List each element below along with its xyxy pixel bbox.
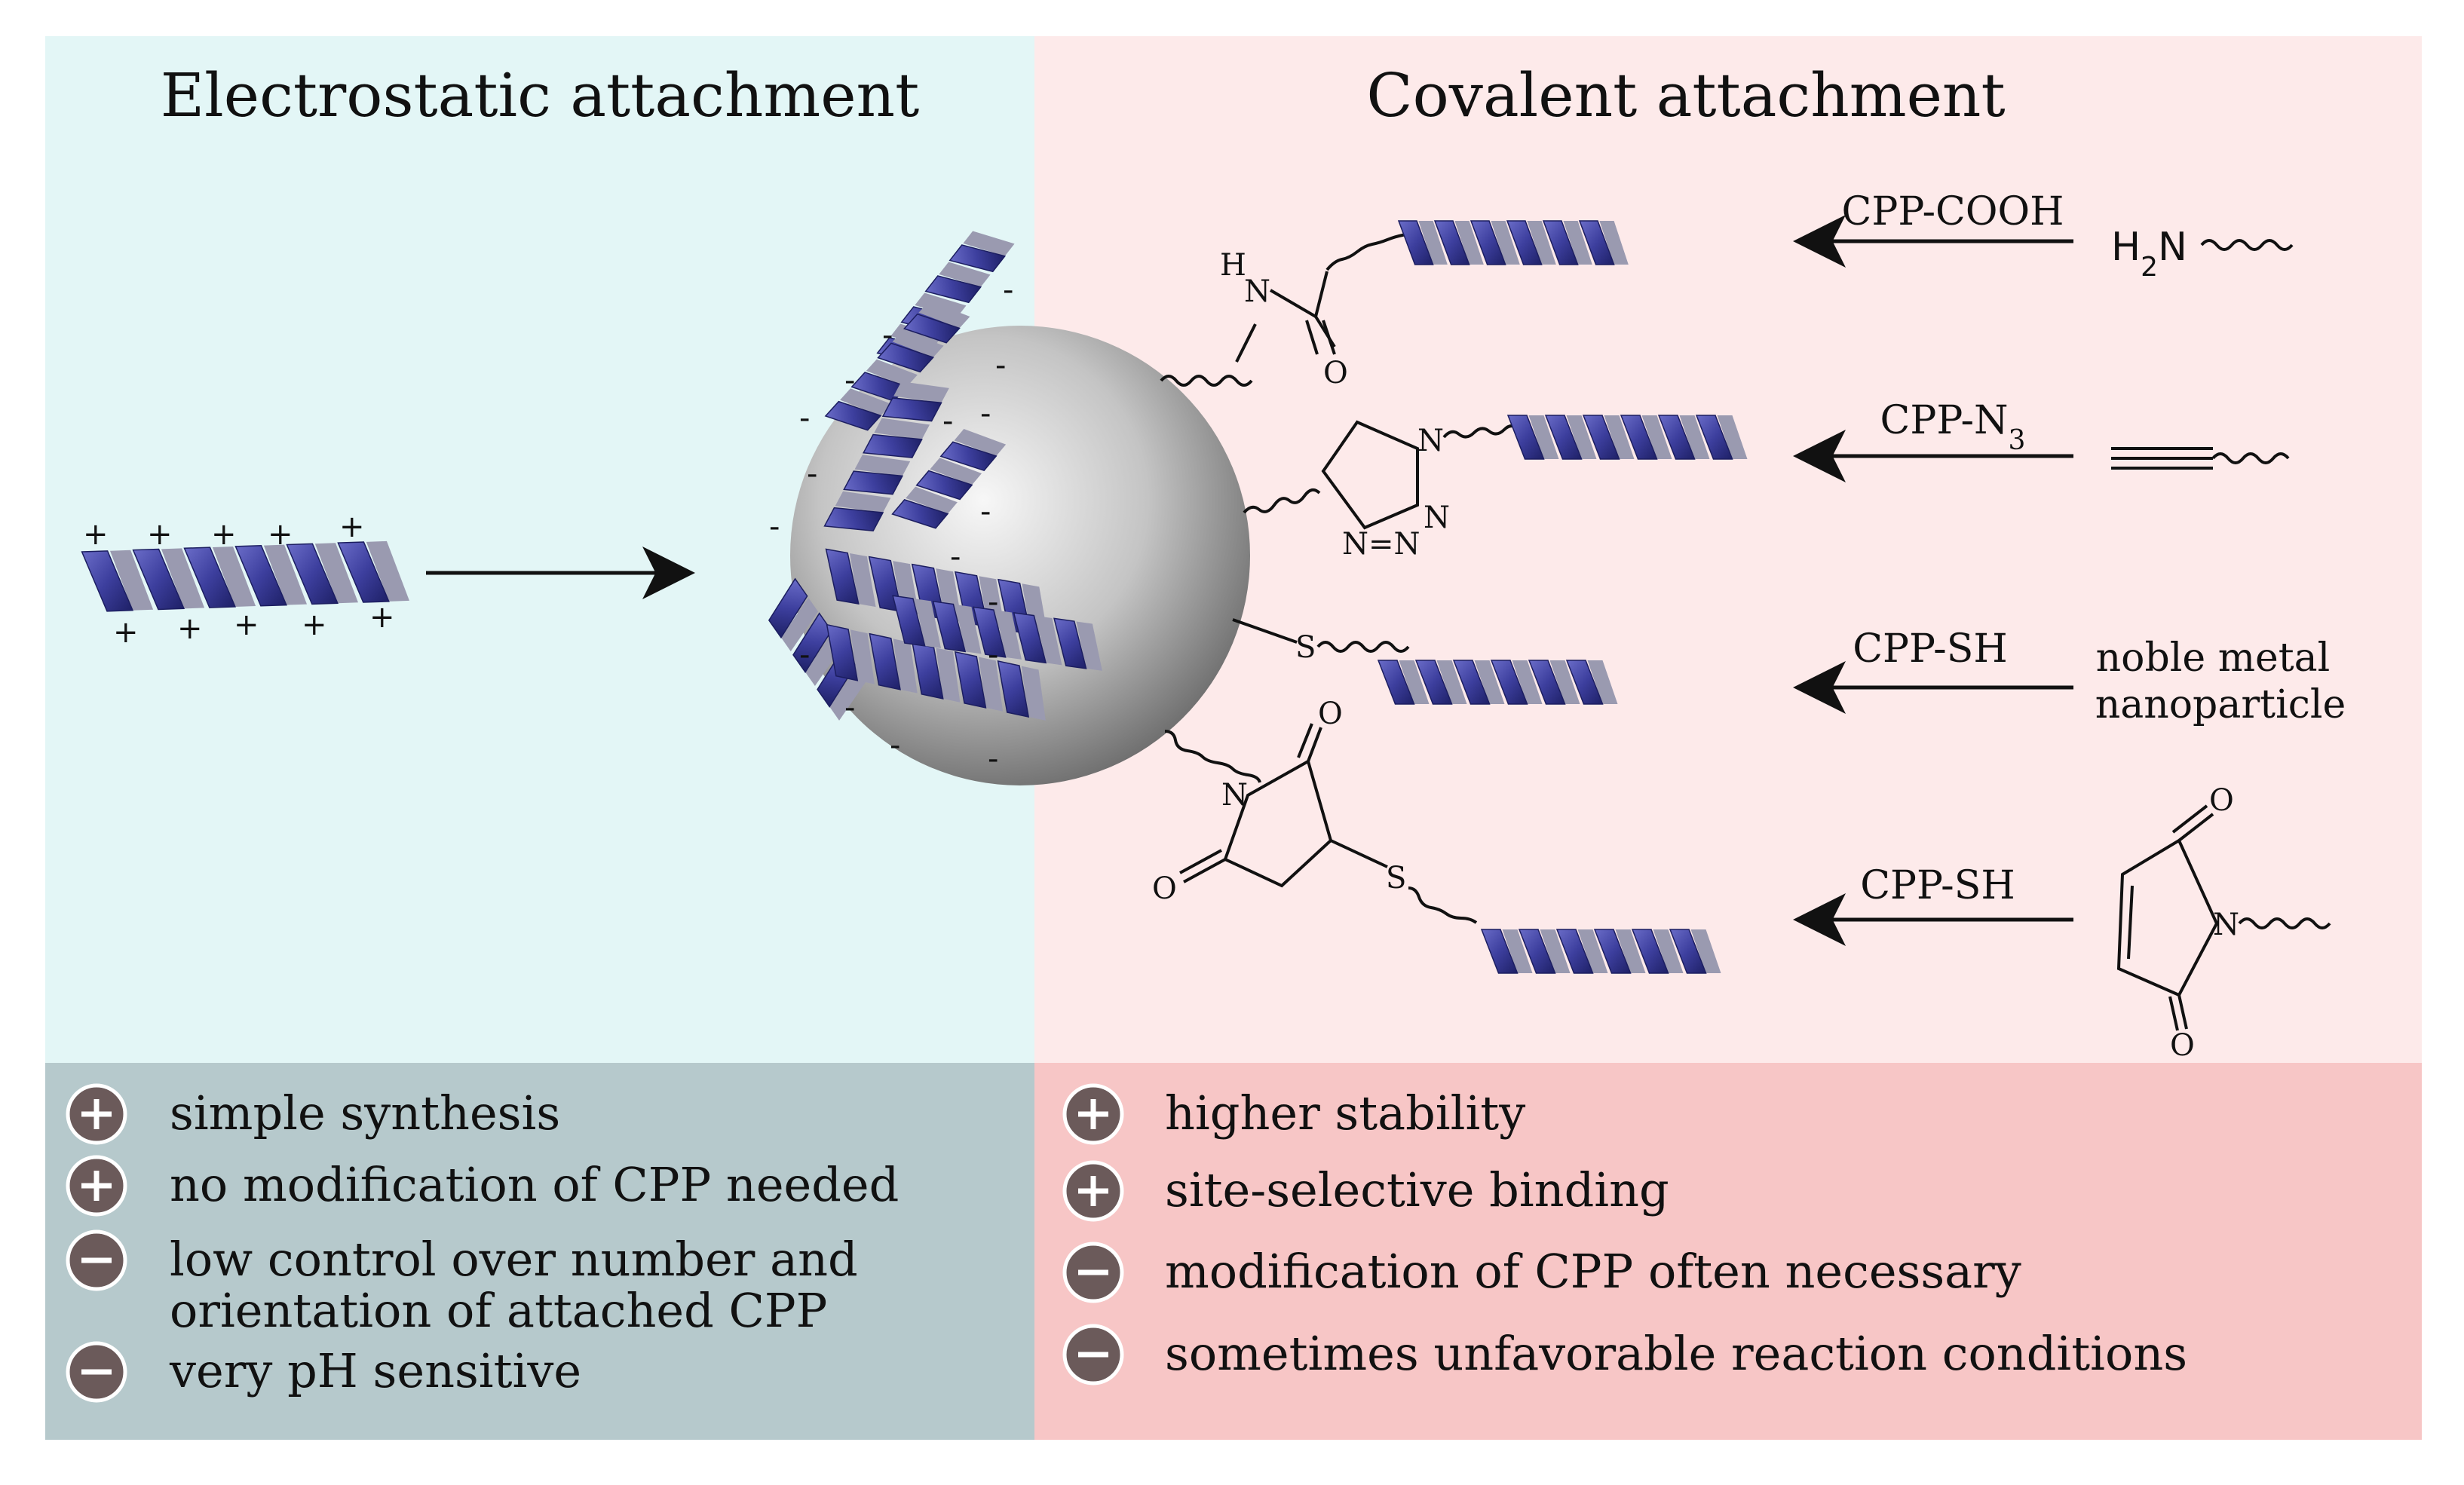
electrostatic-plus-icon-1 (66, 1155, 127, 1217)
alkyne-substrate (2111, 447, 2290, 470)
atom-n2-triazole: N (1424, 501, 1450, 535)
atom-o2-maleimide: O (2170, 1028, 2195, 1063)
left-panel-title: Electrostatic attachment (161, 60, 919, 130)
svg-text:-: - (988, 742, 998, 776)
svg-text:-: - (844, 690, 855, 725)
right-panel-background (1034, 36, 2422, 1063)
reagent-label-3: CPP-SH (1853, 626, 2007, 672)
electrostatic-item-2-line2: orientation of attached CPP (170, 1283, 827, 1338)
svg-text:-: - (980, 397, 991, 431)
svg-text:-: - (890, 728, 900, 763)
electrostatic-item-2: low control over number and (170, 1232, 858, 1287)
atom-n-amide: N (1244, 274, 1270, 309)
svg-text:-: - (988, 638, 998, 672)
svg-text:-: - (807, 457, 817, 491)
svg-text:+: + (339, 510, 365, 544)
atom-s-thioether: S (1386, 861, 1406, 896)
atom-n-maleimide: N (2213, 908, 2239, 942)
svg-text:+: + (211, 517, 237, 552)
electrostatic-pros-cons: simple synthesis no modification of CPP n… (66, 1083, 899, 1403)
svg-text:-: - (844, 363, 855, 398)
maleimide-thioether-linkage: N O O S (1152, 697, 1478, 924)
substrate-label-3b: nanoparticle (2095, 682, 2346, 727)
right-panel-title: Covalent attachment (1366, 60, 2005, 130)
svg-text:+: + (302, 608, 327, 642)
sphere-helix-3 (891, 429, 1007, 529)
covalent-helix-0 (1397, 220, 1629, 265)
electrostatic-item-3: very pH sensitive (169, 1343, 581, 1398)
triazole-linkage: N N N=N (1243, 420, 1521, 562)
covalent-pros-cons: higher stability site-selective binding mo… (1062, 1083, 2187, 1385)
sphere-helix-2 (823, 381, 949, 532)
sphere-helix-6 (826, 623, 1046, 721)
amide-linkage: N H O (1160, 231, 1418, 390)
svg-text:-: - (980, 494, 991, 529)
svg-text:+: + (369, 600, 395, 635)
positive-charges: + + + + + + + + + + (83, 510, 395, 650)
svg-text:-: - (799, 638, 810, 672)
atom-h-amide: H (1220, 248, 1246, 283)
svg-text:-: - (995, 348, 1006, 383)
svg-text:+: + (113, 615, 139, 650)
covalent-item-0: higher stability (1165, 1085, 1525, 1141)
svg-text:-: - (942, 404, 953, 439)
covalent-item-2: modification of CPP often necessary (1165, 1244, 2021, 1299)
covalent-cpp-helices (1377, 220, 1748, 974)
atom-o1-succinimide: O (1318, 697, 1343, 731)
free-cpp-helix (81, 540, 409, 612)
covalent-helix-3 (1480, 929, 1721, 974)
covalent-helix-1 (1506, 415, 1748, 460)
sphere-helix-1 (824, 301, 970, 431)
free-helix (81, 540, 409, 612)
covalent-item-3: sometimes unfavorable reaction condition… (1165, 1326, 2187, 1381)
svg-text:-: - (769, 510, 780, 544)
svg-text:+: + (177, 611, 203, 646)
atom-neqn-triazole: N=N (1342, 527, 1420, 562)
svg-text:-: - (950, 540, 961, 574)
svg-text:-: - (882, 318, 893, 353)
adsorbed-cpp-helices (768, 231, 1102, 721)
right-footer-background (1034, 1063, 2422, 1440)
atom-o1-maleimide: O (2209, 783, 2234, 818)
covalent-helix-2 (1377, 660, 1618, 705)
atom-o-amide: O (1323, 356, 1348, 390)
thiol-linkage: S (1232, 618, 1410, 665)
electrostatic-item-1: no modification of CPP needed (170, 1157, 899, 1212)
substrate-label-3a: noble metal (2096, 635, 2331, 681)
substrate-chain-1 (2200, 239, 2294, 251)
electrostatic-minus-icon-3 (66, 1341, 127, 1403)
electrostatic-item-0: simple synthesis (170, 1085, 560, 1141)
maleimide-substrate: O O N (2116, 783, 2331, 1063)
svg-text:+: + (234, 608, 259, 642)
atom-n1-triazole: N (1417, 424, 1444, 458)
svg-text:-: - (799, 401, 810, 436)
svg-text:+: + (268, 517, 293, 552)
svg-text:-: - (1003, 273, 1013, 308)
reagent-label-4: CPP-SH (1860, 863, 2015, 908)
electrostatic-minus-icon-2 (66, 1229, 127, 1291)
reagent-label-1: CPP-COOH (1842, 189, 2064, 234)
svg-text:-: - (988, 585, 998, 620)
negative-charges: - - - - - - - - - - - - - - - - - (769, 273, 1013, 776)
covalent-item-1: site-selective binding (1165, 1162, 1669, 1217)
svg-text:+: + (147, 517, 173, 552)
covalent-plus-icon-0 (1062, 1083, 1124, 1145)
electrostatic-plus-icon-0 (66, 1083, 127, 1145)
atom-s-thiol: S (1295, 630, 1316, 665)
left-footer-background (45, 1063, 1034, 1440)
sphere-helix-7 (892, 595, 1102, 671)
covalent-minus-icon-3 (1062, 1324, 1124, 1385)
covalent-plus-icon-1 (1062, 1160, 1124, 1222)
atom-o2-succinimide: O (1152, 871, 1177, 906)
covalent-minus-icon-2 (1062, 1242, 1124, 1303)
svg-text:+: + (83, 517, 109, 552)
